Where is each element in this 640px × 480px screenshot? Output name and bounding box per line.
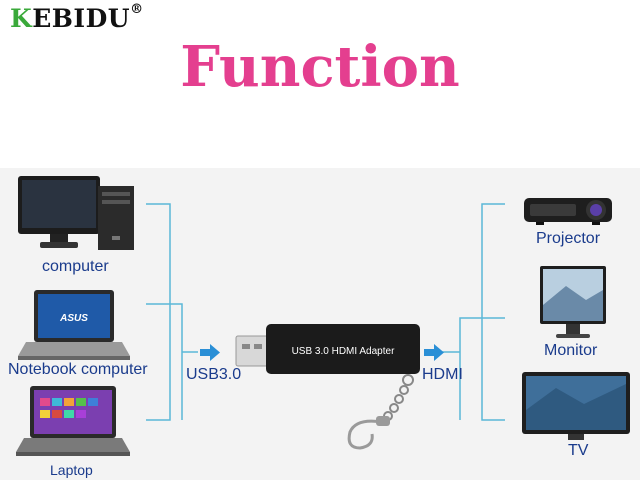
- svg-text:ASUS: ASUS: [59, 313, 88, 324]
- tv-label: TV: [568, 442, 589, 459]
- arrow-right-icon: [424, 344, 444, 361]
- monitor-label: Monitor: [544, 342, 598, 359]
- usb-hdmi-adapter-icon: USB 3.0 HDMI Adapter: [235, 324, 420, 450]
- connection-lines: [146, 203, 505, 421]
- computer-label: computer: [42, 258, 109, 275]
- adapter-label: USB 3.0 HDMI Adapter: [292, 346, 395, 357]
- brand-logo: KEBIDU®: [10, 2, 144, 33]
- input-bracket-inner: [146, 303, 183, 420]
- monitor-icon: [540, 266, 606, 338]
- logo-rest: EBIDU: [32, 4, 131, 33]
- page-title: Function: [180, 34, 460, 100]
- notebook-computer-icon: ASUS: [18, 290, 130, 360]
- output-port-label: HDMI: [422, 366, 463, 383]
- logo-initial: K: [10, 4, 33, 33]
- output-bracket-inner: [459, 317, 505, 420]
- output-bracket-outer: [481, 203, 505, 421]
- input-bracket-outer: [146, 203, 171, 421]
- desktop-computer-icon: [18, 176, 134, 250]
- laptop-label: Laptop: [50, 462, 93, 478]
- tv-icon: [522, 372, 630, 440]
- laptop-icon: [16, 386, 130, 456]
- projector-icon: [524, 198, 612, 225]
- registered-mark: ®: [130, 2, 144, 17]
- arrow-right-icon: [200, 344, 220, 361]
- notebook-computer-label: Notebook computer: [8, 361, 148, 378]
- input-port-label: USB3.0: [186, 366, 242, 383]
- projector-label: Projector: [536, 230, 601, 247]
